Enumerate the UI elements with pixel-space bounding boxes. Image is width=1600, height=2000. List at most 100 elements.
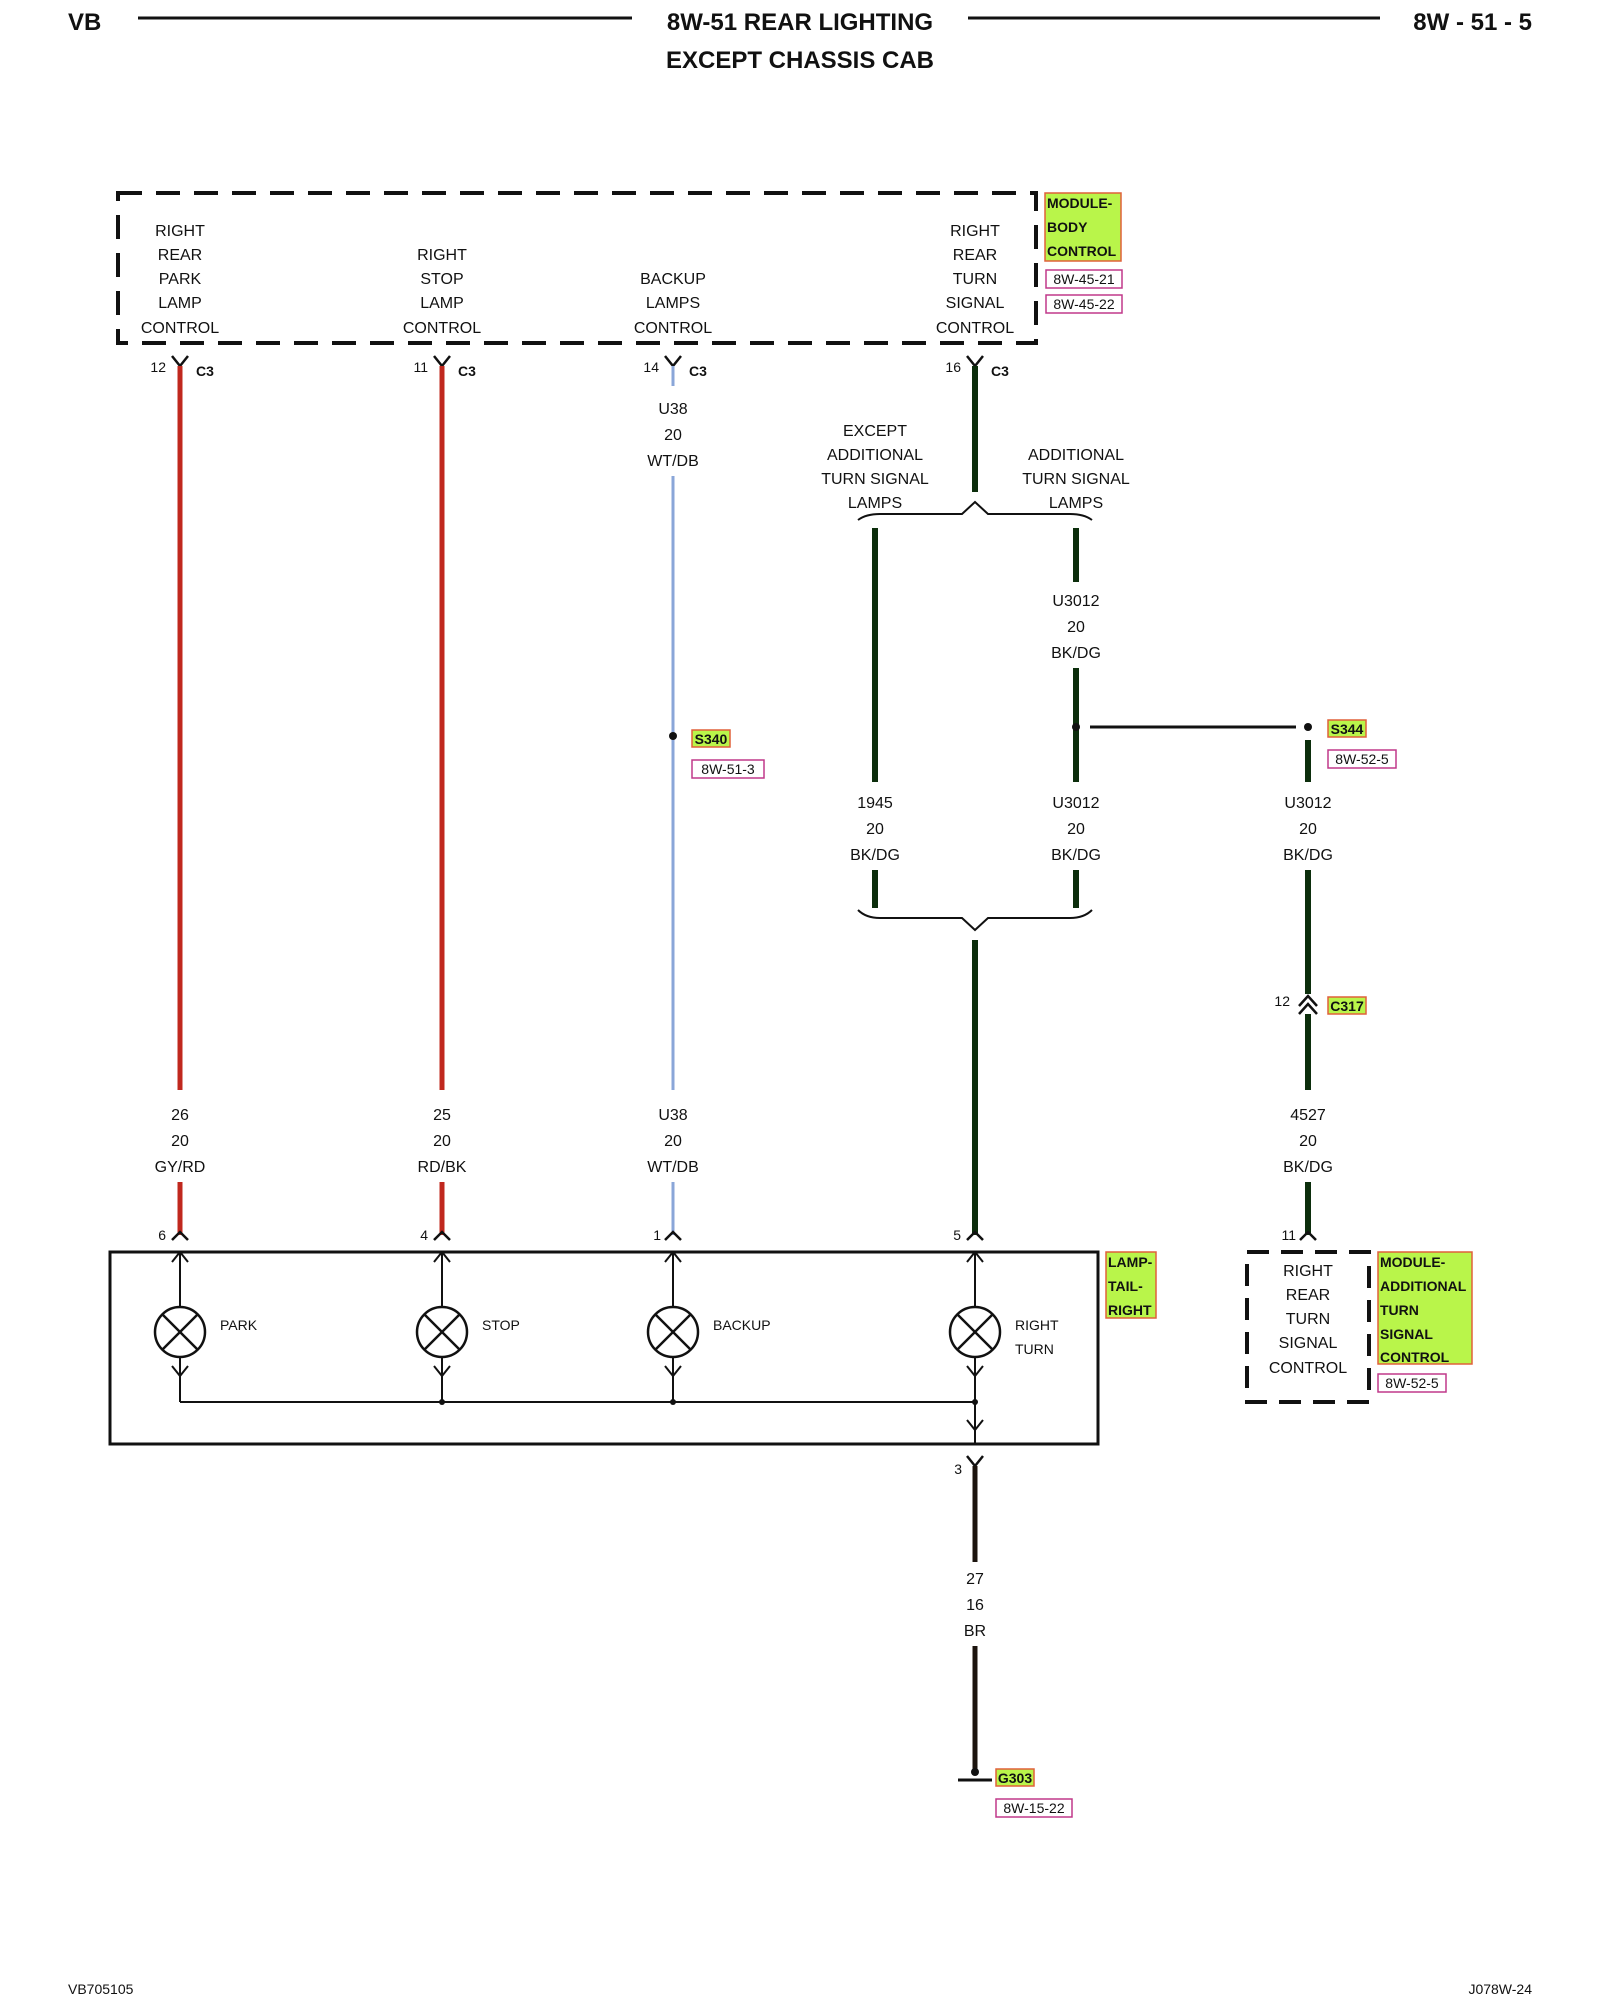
header-right: 8W - 51 - 5: [1413, 9, 1532, 36]
atsc-function: RIGHT REAR TURN SIGNAL CONTROL: [1269, 1263, 1347, 1377]
branch-label-additional: ADDITIONAL TURN SIGNAL LAMPS: [1022, 447, 1130, 512]
atsc-pin-number: 11: [1281, 1227, 1296, 1243]
bcm-function-stop: RIGHT STOP LAMP CONTROL: [403, 247, 481, 337]
branch-except-4: LAMPS: [848, 495, 902, 512]
wire-26-circuit: 26: [171, 1107, 189, 1124]
bcm-pin-11-number: 11: [413, 359, 428, 375]
branch-additional-3: LAMPS: [1049, 495, 1103, 512]
bulb-backup-label: BACKUP: [713, 1317, 771, 1333]
wire-25-gauge: 20: [433, 1133, 451, 1150]
atsc-component-tag[interactable]: MODULE- ADDITIONAL TURN SIGNAL CONTROL: [1377, 1251, 1473, 1365]
atsc-func-4: SIGNAL: [1279, 1335, 1338, 1352]
bcm-ref-link-1[interactable]: 8W-45-21: [1045, 269, 1123, 289]
atsc-tag-line-3: TURN: [1380, 1302, 1419, 1318]
bcm-ref-link-2[interactable]: 8W-45-22: [1045, 294, 1123, 314]
wire-25-label: 25 20 RD/BK: [418, 1107, 467, 1176]
bulb-park: PARK: [153, 1250, 258, 1402]
lamp-pin-3: 3: [954, 1455, 984, 1477]
wire-27-label: 27 16 BR: [964, 1571, 986, 1640]
atsc-ref: 8W-52-5: [1385, 1375, 1439, 1391]
bcm-func-turn-4: SIGNAL: [946, 295, 1005, 312]
wire-u3012-mid-gauge: 20: [1067, 821, 1085, 838]
wire-1945-color: BK/DG: [850, 847, 900, 864]
lamp-tail-right-box: [108, 1250, 1100, 1446]
wire-26-color: GY/RD: [155, 1159, 206, 1176]
wire-u38-top-color: WT/DB: [647, 453, 699, 470]
wire-u38-bottom-gauge: 20: [664, 1133, 682, 1150]
lamp-pin-3-number: 3: [954, 1461, 962, 1477]
lamp-pin-1: 1: [653, 1227, 682, 1243]
splice-s340-tag: S340: [695, 731, 728, 747]
ground-g303-ref: 8W-15-22: [1003, 1800, 1064, 1816]
bulb-right-turn: RIGHT TURN: [948, 1250, 1059, 1444]
wire-1945-circuit: 1945: [857, 795, 893, 812]
branch-except-2: ADDITIONAL: [827, 447, 923, 464]
page-header: VB 8W-51 REAR LIGHTING EXCEPT CHASSIS CA…: [68, 9, 1532, 74]
wire-u38-bottom-label: U38 20 WT/DB: [647, 1107, 699, 1176]
branch-label-except: EXCEPT ADDITIONAL TURN SIGNAL LAMPS: [821, 423, 929, 512]
atsc-func-1: RIGHT: [1283, 1263, 1333, 1280]
wire-27-color: BR: [964, 1623, 986, 1640]
bcm-func-park-2: REAR: [158, 247, 202, 264]
atsc-tag-line-4: SIGNAL: [1380, 1326, 1433, 1342]
wire-1945-label: 1945 20 BK/DG: [850, 795, 900, 864]
wire-u3012-mid-label: U3012 20 BK/DG: [1051, 795, 1101, 864]
c317-pin: 12: [1274, 993, 1290, 1009]
wire-u38-top-circuit: U38: [658, 401, 687, 418]
wire-u3012-right-circuit: U3012: [1284, 795, 1331, 812]
ground-g303[interactable]: G303 8W-15-22: [958, 1768, 1073, 1818]
connector-c317[interactable]: 12 C317: [1274, 993, 1367, 1015]
bcm-func-stop-1: RIGHT: [417, 247, 467, 264]
atsc-tag-line-2: ADDITIONAL: [1380, 1278, 1467, 1294]
wire-25-circuit: 25: [433, 1107, 451, 1124]
bcm-function-turn: RIGHT REAR TURN SIGNAL CONTROL: [936, 223, 1014, 337]
branch-except-1: EXCEPT: [843, 423, 907, 440]
branch-additional-1: ADDITIONAL: [1028, 447, 1124, 464]
bcm-func-turn-5: CONTROL: [936, 320, 1014, 337]
splice-s344[interactable]: S344 8W-52-5: [1304, 719, 1397, 769]
wire-26-label: 26 20 GY/RD: [155, 1107, 206, 1176]
wire-u3012-right-gauge: 20: [1299, 821, 1317, 838]
page-subtitle: EXCEPT CHASSIS CAB: [666, 47, 934, 74]
wire-u3012-top-color: BK/DG: [1051, 645, 1101, 662]
atsc-ref-link[interactable]: 8W-52-5: [1377, 1373, 1447, 1393]
branch-additional-2: TURN SIGNAL: [1022, 471, 1130, 488]
splice-s340[interactable]: S340 8W-51-3: [669, 729, 765, 779]
bcm-func-turn-2: REAR: [953, 247, 997, 264]
wire-27-gauge: 16: [966, 1597, 984, 1614]
atsc-tag-line-1: MODULE-: [1380, 1254, 1446, 1270]
header-left: VB: [68, 9, 101, 36]
wire-4527-color: BK/DG: [1283, 1159, 1333, 1176]
lamp-pin-4: 4: [420, 1227, 451, 1243]
bcm-pin-11-connector: C3: [458, 363, 476, 379]
branch-bracket-top: [857, 500, 1093, 521]
bcm-function-park: RIGHT REAR PARK LAMP CONTROL: [141, 223, 219, 337]
wire-1945-gauge: 20: [866, 821, 884, 838]
branch-bracket-bottom: [857, 909, 1093, 932]
bcm-pin-16-connector: C3: [991, 363, 1009, 379]
bulb-stop: STOP: [415, 1250, 520, 1402]
bcm-func-backup-3: CONTROL: [634, 320, 712, 337]
bcm-func-park-1: RIGHT: [155, 223, 205, 240]
bcm-pin-11: 11 C3: [413, 355, 476, 379]
wire-27-circuit: 27: [966, 1571, 984, 1588]
wire-4527-gauge: 20: [1299, 1133, 1317, 1150]
branch-except-3: TURN SIGNAL: [821, 471, 929, 488]
wire-4527-circuit: 4527: [1290, 1107, 1326, 1124]
wire-26-gauge: 20: [171, 1133, 189, 1150]
bcm-func-stop-4: CONTROL: [403, 320, 481, 337]
bcm-pin-14-connector: C3: [689, 363, 707, 379]
wire-u3012-mid-circuit: U3012: [1052, 795, 1099, 812]
bcm-function-backup: BACKUP LAMPS CONTROL: [634, 271, 712, 337]
bulb-stop-label: STOP: [482, 1317, 520, 1333]
wire-u3012-mid-color: BK/DG: [1051, 847, 1101, 864]
bcm-pin-14: 14 C3: [643, 355, 707, 379]
lamp-component-tag[interactable]: LAMP- TAIL- RIGHT: [1105, 1251, 1157, 1319]
atsc-func-3: TURN: [1286, 1311, 1330, 1328]
wire-25-color: RD/BK: [418, 1159, 467, 1176]
bcm-component-tag[interactable]: MODULE- BODY CONTROL: [1044, 192, 1122, 262]
bcm-pin-12-number: 12: [150, 359, 166, 375]
wire-u3012-top-circuit: U3012: [1052, 593, 1099, 610]
bcm-func-stop-3: LAMP: [420, 295, 464, 312]
